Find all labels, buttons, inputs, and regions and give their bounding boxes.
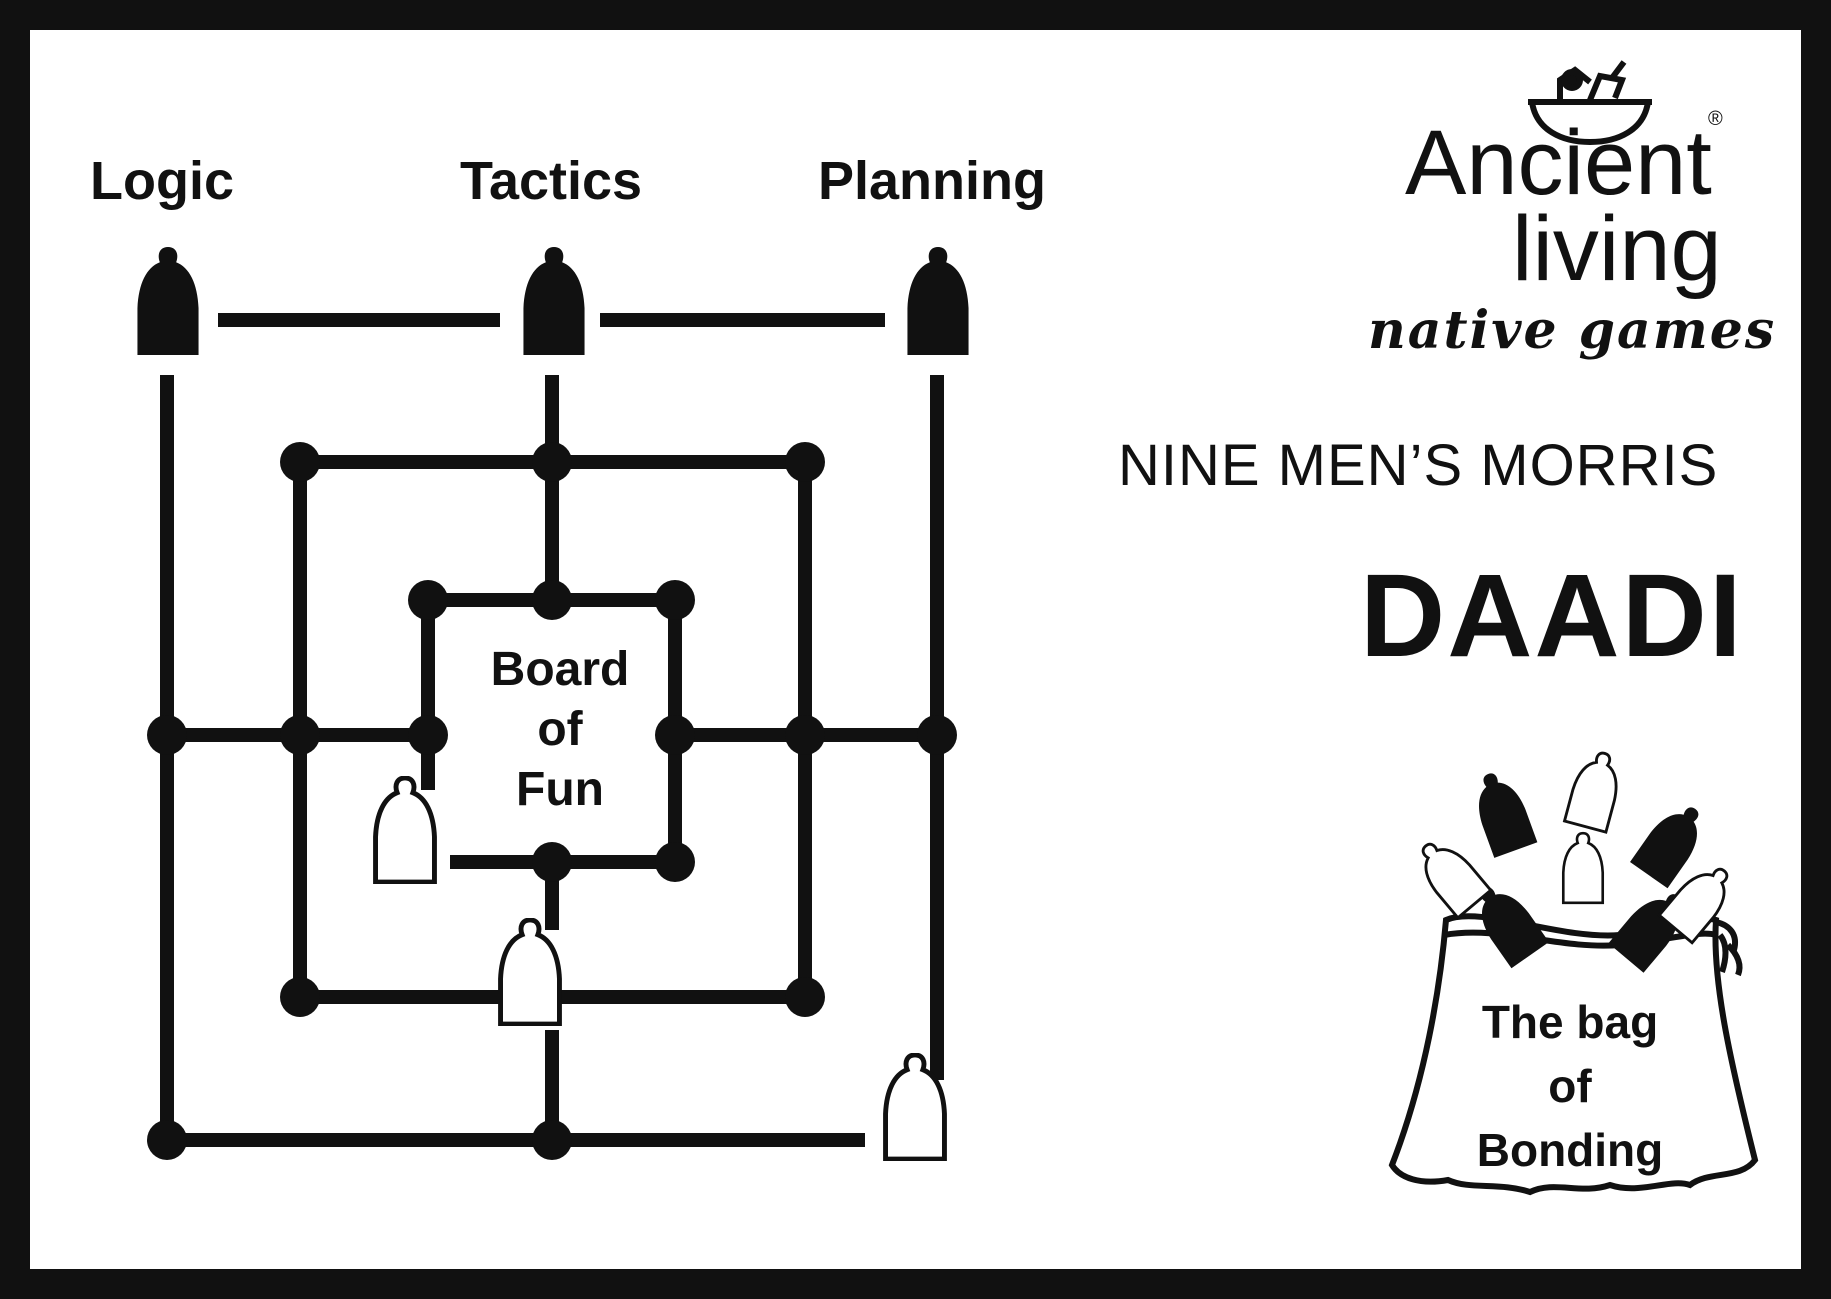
brand-registered: ® [1708,108,1723,130]
game-title: DAADI [1360,550,1744,682]
bag-line1: The bag [1481,996,1659,1048]
bag-line3: Bonding [1476,1124,1664,1176]
bag-line2: of [1548,1060,1592,1112]
brand-living: living [1512,198,1722,300]
board-center-text: Board of Fun [450,640,670,820]
board-center-line3: Fun [516,763,604,816]
brand-native-games: native games [1368,300,1777,361]
board-points [147,442,957,1160]
board-center-line1: Board [490,643,630,696]
bag-text: The bag of Bonding [1430,990,1710,1182]
label-logic: Logic [90,151,234,211]
board-center-line2: of [537,703,583,756]
bowl-logo-icon [1528,60,1652,146]
label-tactics: Tactics [460,151,643,211]
black-pawns-top [137,247,969,355]
label-planning: Planning [818,151,1046,211]
white-pawns-board [376,778,945,1159]
game-subtitle: NINE MEN’S MORRIS [1118,433,1719,498]
brand-ancient: Ancient [1405,112,1712,214]
